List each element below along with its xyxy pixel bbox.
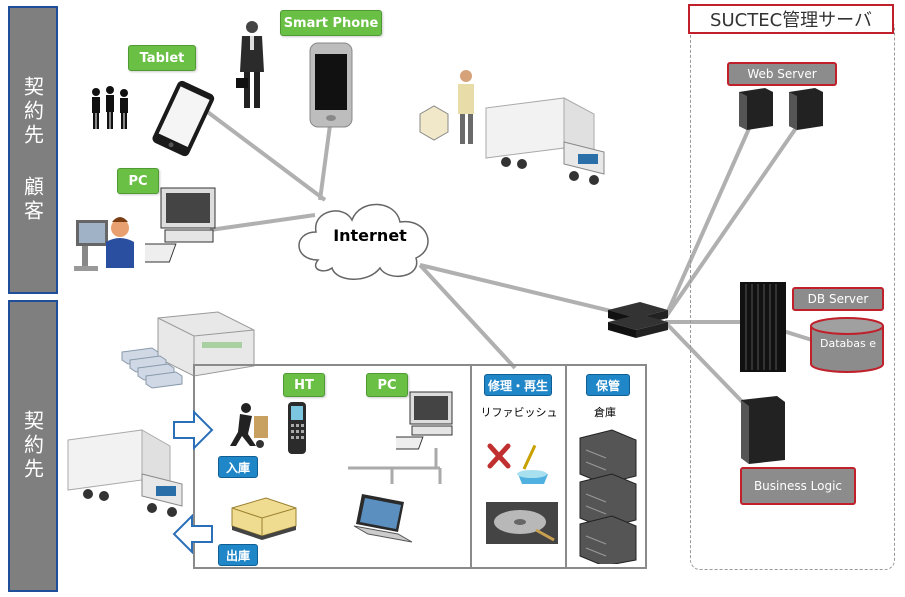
desktop-pc-icon: [145, 187, 216, 263]
db-server-icon: [740, 282, 786, 372]
smartphone-tag: Smart Phone: [280, 10, 382, 36]
divider-1: [470, 364, 472, 569]
storage-racks-icon: [579, 429, 637, 564]
business-logic-server-icon: [741, 396, 785, 464]
line-switch-logic: [663, 320, 757, 417]
line-switch-web2: [663, 113, 807, 320]
ht-tag: HT: [283, 373, 325, 397]
hard-disk-icon: [486, 502, 558, 544]
database-label: Databas e: [820, 337, 876, 350]
line-internet-switch: [419, 263, 641, 320]
storehouse-label: 倉庫: [594, 406, 616, 419]
internet-cloud-icon: [298, 203, 429, 280]
handheld-terminal-icon: [288, 402, 306, 454]
db-server-tag: DB Server: [792, 287, 884, 311]
smartphone-icon: [309, 42, 353, 128]
lan-tree-lines: [348, 448, 442, 484]
pallet-boxes-icon: [231, 497, 297, 540]
people-group-icon: [92, 86, 128, 129]
network-switch-icon: [608, 302, 668, 338]
pc-warehouse-tag: PC: [366, 373, 408, 397]
truck-top-icon: [485, 97, 605, 185]
web-server-tag: Web Server: [727, 62, 837, 86]
divider-2: [565, 364, 567, 569]
desktop-pc-warehouse-icon: [396, 391, 453, 450]
web-server-icon: [739, 88, 823, 130]
businessman-icon: [236, 21, 264, 108]
inbound-arrow-icon: [173, 410, 214, 450]
business-logic-tag: Business Logic: [740, 467, 856, 505]
band-customer-label: 契約先 顧客: [20, 76, 45, 224]
line-pc-internet: [209, 213, 316, 232]
tablet-icon: [152, 80, 215, 157]
refurbish-label: リファビッシュ: [480, 406, 558, 419]
outbound-tag: 出庫: [218, 544, 258, 566]
pc-top-tag: PC: [117, 168, 159, 194]
database-cylinder-icon: [810, 317, 884, 373]
line-phone-internet: [318, 124, 332, 201]
line-tablet-internet: [203, 108, 327, 202]
suctec-title: SUCTEC管理サーバ: [688, 4, 894, 34]
storage-tag: 保管: [586, 374, 630, 396]
inbound-tag: 入庫: [218, 456, 258, 478]
operations-box: [193, 364, 647, 569]
user-at-pc-icon: [74, 217, 134, 271]
delivery-person-icon: [419, 70, 474, 144]
band-contractor-label: 契約先: [20, 410, 45, 482]
band-customer: 契約先 顧客: [8, 6, 58, 294]
laptop-icon: [353, 494, 413, 543]
band-contractor: 契約先: [8, 300, 58, 592]
worker-handcart-icon: [230, 403, 268, 448]
line-switch-web1: [663, 114, 757, 319]
truck-bottom-icon: [67, 429, 183, 517]
internet-label: Internet: [333, 226, 407, 245]
line-internet-warehouse: [418, 263, 517, 370]
outbound-arrow-icon: [172, 514, 213, 554]
repair-tools-icon: [487, 443, 548, 484]
repair-tag: 修理・再生: [484, 374, 552, 396]
warehouse-building-icon: [121, 311, 255, 389]
tablet-tag: Tablet: [128, 45, 196, 71]
